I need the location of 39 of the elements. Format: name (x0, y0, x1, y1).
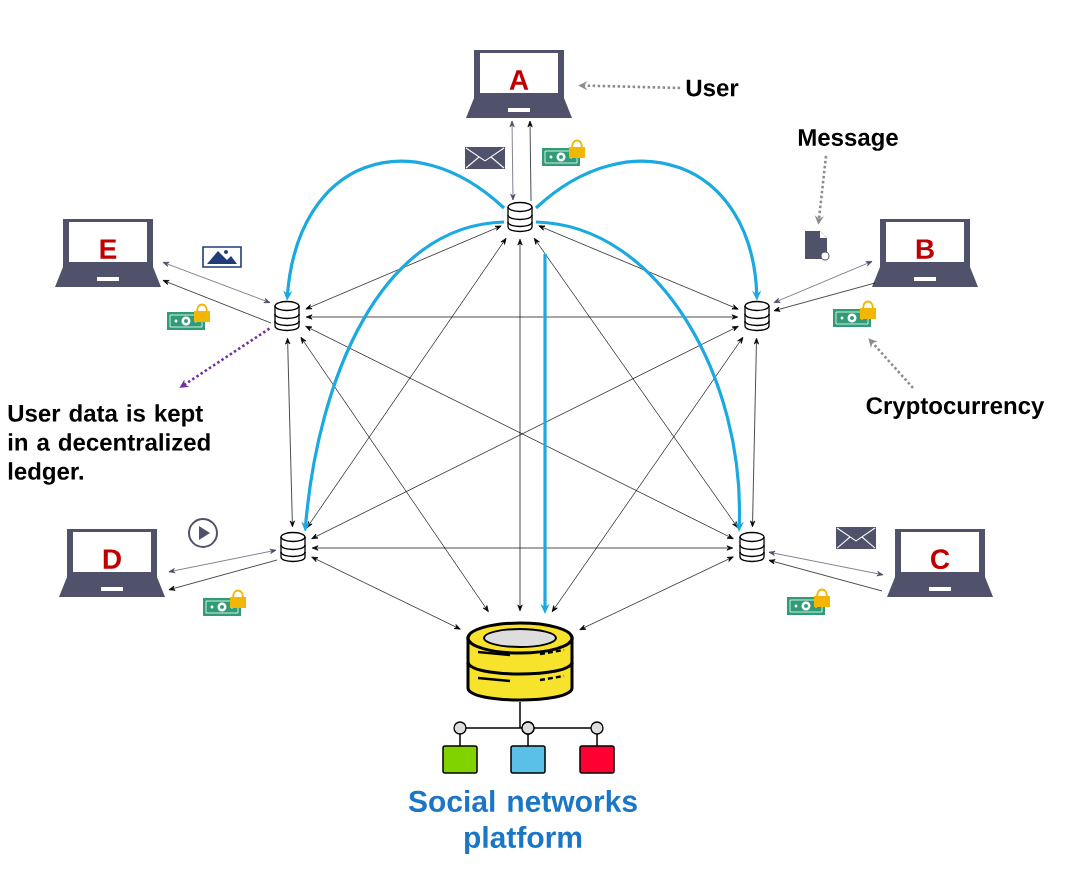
arrow (168, 548, 277, 574)
database-icon (280, 531, 306, 563)
annotation-text: Message (798, 129, 898, 151)
annotation-text: User (686, 79, 739, 97)
arrow (551, 336, 744, 613)
arrow (311, 545, 734, 551)
arrow (509, 120, 516, 201)
arrow (868, 338, 914, 389)
platform-caption: Social networks platform (408, 790, 637, 854)
arrow (768, 550, 884, 577)
annotation-text: User data is kept in a decentralized ledger. (8, 404, 210, 485)
arrow (773, 282, 876, 312)
database-icon (744, 300, 770, 332)
database-icon (274, 300, 300, 332)
arrow (527, 120, 533, 202)
locked-banknote-icon (833, 300, 876, 327)
arrow (773, 261, 873, 303)
arrow (305, 314, 739, 320)
arrow (579, 556, 734, 631)
arrow (168, 559, 278, 591)
laptop: A (466, 50, 572, 118)
laptop: E (55, 219, 161, 287)
arrow (162, 280, 272, 324)
laptop: D (59, 529, 165, 597)
document-icon (805, 231, 830, 261)
laptop: B (872, 219, 978, 287)
annotation-text: Cryptocurrency (866, 397, 1045, 419)
arrow (300, 336, 489, 613)
database-icon (739, 531, 765, 563)
arrow (285, 337, 295, 528)
laptop: C (887, 529, 993, 597)
arrow (517, 238, 523, 612)
arrow (750, 337, 759, 528)
arrow (538, 225, 739, 310)
database-icon (507, 201, 533, 233)
arrow (305, 225, 502, 310)
arrow (162, 262, 271, 303)
arrow (311, 556, 461, 630)
arrow (768, 559, 883, 592)
